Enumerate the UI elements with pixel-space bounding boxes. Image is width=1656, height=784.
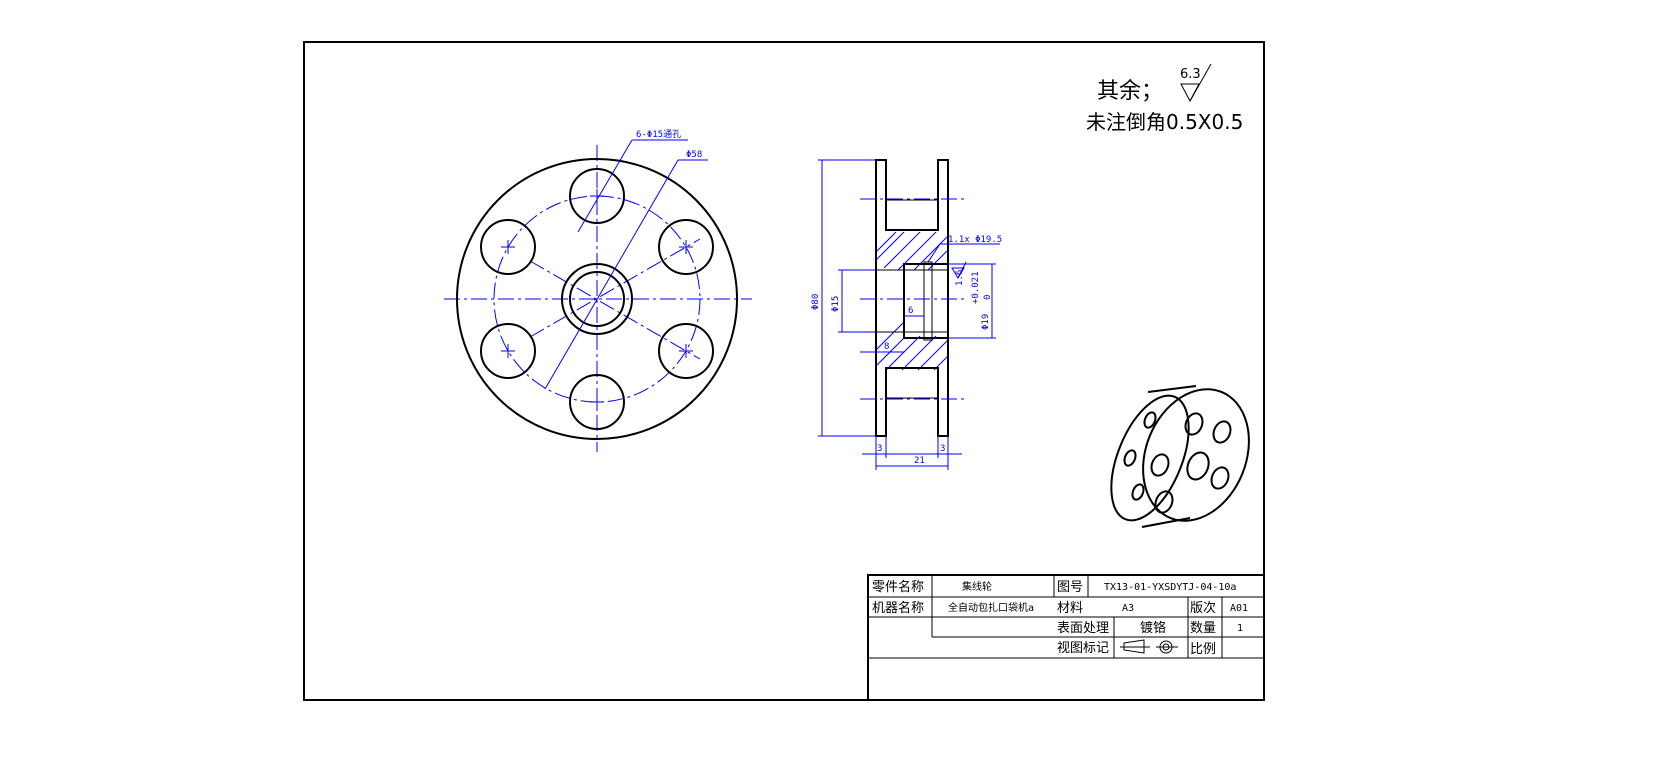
- drawing-frame: [303, 41, 1265, 701]
- hole: [569, 374, 625, 430]
- projection-symbol: [1120, 639, 1178, 654]
- outer-circle: [456, 158, 738, 440]
- version: A01: [1230, 603, 1248, 614]
- chamfer-note: 未注倒角0.5X0.5: [1086, 110, 1243, 134]
- width-6: 6: [908, 306, 913, 316]
- part-name-label: 零件名称: [872, 579, 924, 595]
- view-label: 视图标记: [1057, 641, 1109, 656]
- groove-dimension: 1.1x Φ19.5: [948, 235, 1002, 245]
- material-label: 材料: [1057, 601, 1083, 616]
- surface-label: 表面处理: [1057, 621, 1109, 636]
- roughness-small: 1.6: [955, 270, 965, 286]
- tolerance-lower: 0: [983, 295, 993, 300]
- width-8: 8: [884, 342, 889, 352]
- front-view: 6-Φ15通孔 Φ58: [444, 129, 752, 452]
- pitch-dia-dimension: Φ58: [686, 150, 702, 160]
- hole: [658, 219, 714, 275]
- section-outline: [875, 159, 949, 437]
- hub-circle: [561, 263, 633, 335]
- seat-dia-dimension: Φ19: [981, 314, 991, 330]
- roughness-value: 6.3: [1180, 67, 1201, 82]
- bore-circle: [569, 271, 625, 327]
- hole: [569, 168, 625, 224]
- qty: 1: [1237, 623, 1243, 634]
- surface-note: 其余；: [1097, 79, 1163, 104]
- outer-dia-dimension: Φ80: [811, 294, 821, 310]
- hole: [480, 323, 536, 379]
- width-3-right: 3: [940, 444, 945, 454]
- holes-dimension: 6-Φ15通孔: [636, 129, 681, 140]
- width-21: 21: [914, 456, 925, 466]
- machine: 全自动包扎口袋机a: [948, 601, 1034, 614]
- pitch-circle: [493, 195, 701, 403]
- scale-label: 比例: [1190, 642, 1216, 657]
- hole: [480, 219, 536, 275]
- bore-dimension: Φ15: [831, 296, 841, 312]
- material: A3: [1122, 603, 1134, 614]
- machine-label: 机器名称: [872, 600, 924, 616]
- isometric-view: [1110, 385, 1250, 528]
- part-name: 集线轮: [962, 580, 992, 593]
- section-view: Φ80 Φ15 1.1x Φ19.5 Φ19 +0.021 0 1.6 6 8: [811, 159, 1002, 470]
- width-3-left: 3: [877, 444, 882, 454]
- drawing-no-label: 图号: [1057, 580, 1083, 595]
- version-label: 版次: [1190, 600, 1216, 616]
- tolerance-upper: +0.021: [971, 271, 981, 304]
- drawing-no: TX13-01-YXSDYTJ-04-10a: [1104, 582, 1236, 593]
- qty-label: 数量: [1190, 621, 1216, 636]
- surface: 镀铬: [1140, 620, 1166, 636]
- hole: [658, 323, 714, 379]
- title-block: 零件名称 集线轮 图号 TX13-01-YXSDYTJ-04-10a 机器名称 …: [867, 574, 1265, 701]
- roughness-symbol: [1180, 83, 1200, 103]
- notes: 其余； 6.3 未注倒角0.5X0.5: [1086, 63, 1243, 134]
